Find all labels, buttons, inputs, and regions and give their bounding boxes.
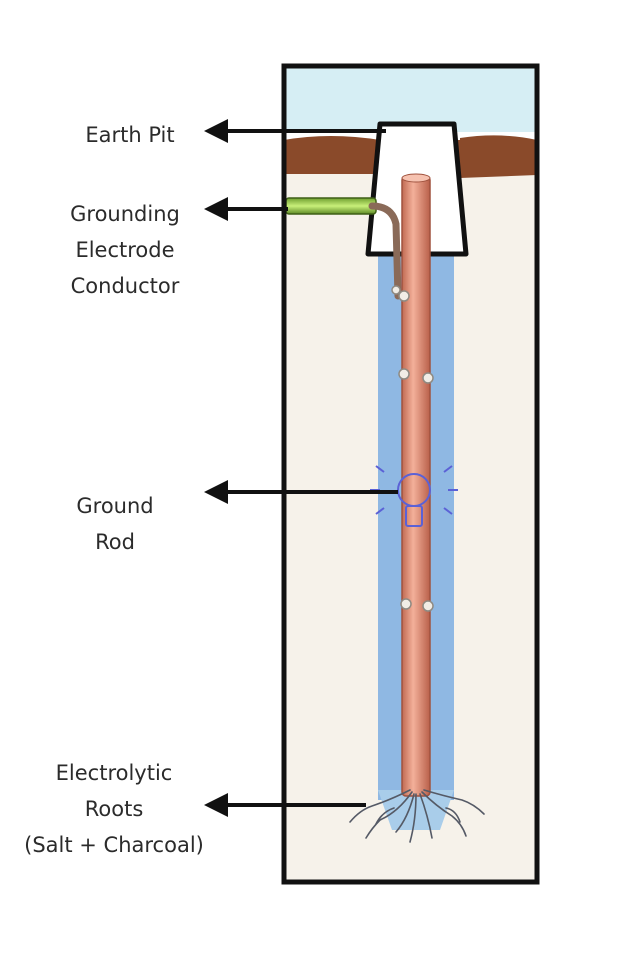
gec-text-line2: Electrode <box>75 238 175 262</box>
roots-text-line2: Roots <box>84 797 144 821</box>
ground-rod-text-line1: Ground <box>76 494 154 518</box>
arrow-left-icon <box>204 119 386 143</box>
conductor-bend <box>368 202 402 300</box>
gec-text-line3: Conductor <box>70 274 180 298</box>
gec-text-line1: Grounding <box>70 202 180 226</box>
earth-pit-text: Earth Pit <box>85 123 175 147</box>
ground-rod <box>401 175 431 797</box>
roots-icon <box>349 789 485 843</box>
label-earth-pit: Earth Pit <box>70 117 190 153</box>
arrow-left-icon <box>204 480 398 504</box>
roots-text-line1: Electrolytic <box>55 761 173 785</box>
label-electrolytic-roots: Electrolytic Roots (Salt + Charcoal) <box>0 755 228 863</box>
rod-clamps <box>391 285 434 612</box>
roots-text-line3: (Salt + Charcoal) <box>24 833 204 857</box>
sky-region <box>284 66 537 132</box>
arrow-left-icon <box>204 793 366 817</box>
ground-rod-top <box>401 173 431 183</box>
arrow-left-icon <box>204 197 288 221</box>
ground-box-frame <box>281 63 540 885</box>
grounding-electrode-conductor <box>285 197 377 215</box>
ground-rod-text-line2: Rod <box>95 530 135 554</box>
label-ground-rod: Ground Rod <box>60 488 170 560</box>
label-grounding-electrode-conductor: Grounding Electrode Conductor <box>50 196 200 304</box>
